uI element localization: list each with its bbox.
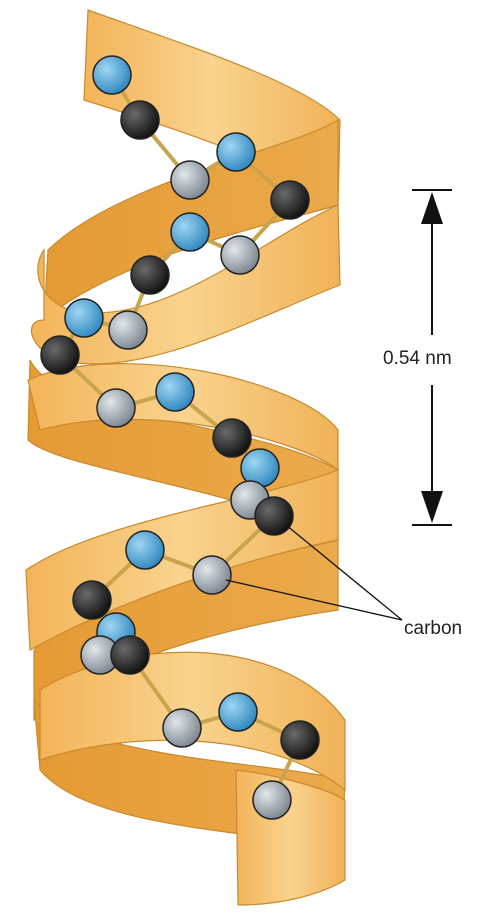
carbonyl-carbon-atom	[121, 101, 159, 139]
alpha-carbon-atom	[221, 236, 259, 274]
pitch-label: 0.54 nm	[383, 348, 452, 369]
carbon-label: carbon	[404, 618, 462, 639]
alpha-carbon-atom	[193, 556, 231, 594]
carbonyl-carbon-atom	[271, 181, 309, 219]
carbonyl-carbon-atom	[73, 581, 111, 619]
nitrogen-atom	[217, 133, 255, 171]
helix-ribbon	[26, 10, 345, 905]
nitrogen-atom	[93, 56, 131, 94]
carbonyl-carbon-atom	[255, 497, 293, 535]
nitrogen-atom	[171, 213, 209, 251]
arrowhead-down-icon	[421, 491, 443, 523]
nitrogen-atom	[65, 299, 103, 337]
carbonyl-carbon-atom	[281, 721, 319, 759]
alpha-carbon-atom	[253, 781, 291, 819]
alpha-carbon-atom	[163, 709, 201, 747]
arrowhead-up-icon	[421, 192, 443, 224]
carbonyl-carbon-atom	[131, 256, 169, 294]
nitrogen-atom	[156, 373, 194, 411]
carbonyl-carbon-atom	[41, 336, 79, 374]
carbonyl-carbon-atom	[213, 419, 251, 457]
alpha-carbon-atom	[171, 161, 209, 199]
alpha-carbon-atom	[97, 389, 135, 427]
nitrogen-atom	[219, 693, 257, 731]
alpha-carbon-atom	[109, 311, 147, 349]
carbonyl-carbon-atom	[111, 636, 149, 674]
nitrogen-atom	[126, 531, 164, 569]
